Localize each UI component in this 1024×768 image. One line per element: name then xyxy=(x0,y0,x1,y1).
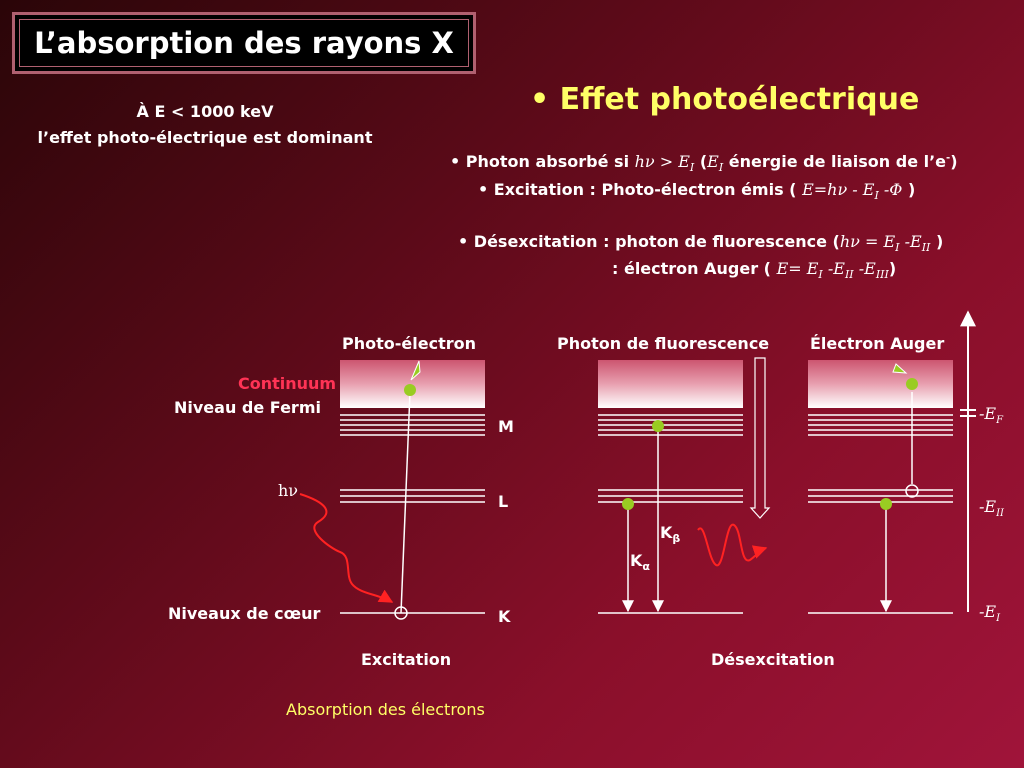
incoming-photon xyxy=(299,493,394,603)
excitation-path xyxy=(400,391,411,614)
continuum-band-2 xyxy=(598,360,743,408)
l-lines-2 xyxy=(598,489,743,503)
core-hole-1 xyxy=(394,606,408,620)
energy-fermi-label: -EF xyxy=(979,404,1004,427)
k-beta-label: Kβ xyxy=(660,523,681,546)
effect-heading: • Effet photoélectrique xyxy=(530,82,920,117)
fermi-lines-1 xyxy=(340,414,485,436)
fermi-lines-2 xyxy=(598,414,743,436)
title-inner-border xyxy=(19,19,469,67)
bullet-photon-absorbed: • Photon absorbé si hν > EI (EI énergie … xyxy=(450,152,958,175)
auger-pointer xyxy=(892,363,908,374)
slide-title: L’absorption des rayons X xyxy=(34,26,454,60)
photoelectron-pointer xyxy=(410,360,421,381)
fermi-lines-3 xyxy=(808,414,953,436)
l-electron-3 xyxy=(880,498,892,510)
bullet-desexcitation: • Désexcitation : photon de fluorescence… xyxy=(458,232,944,255)
col2-title: Photon de fluorescence xyxy=(557,334,770,353)
continuum-band-1 xyxy=(340,360,485,408)
shell-k-label: K xyxy=(498,607,511,626)
footer-label: Absorption des électrons xyxy=(286,700,485,719)
emitted-photon xyxy=(697,523,768,567)
photoelectron-dot xyxy=(404,384,416,396)
intro-line-2: l’effet photo-électrique est dominant xyxy=(37,128,373,147)
excitation-label: Excitation xyxy=(361,650,452,669)
continuum-label: Continuum xyxy=(238,374,337,393)
bullet-excitation: • Excitation : Photo-électron émis ( E=h… xyxy=(478,180,916,203)
energy-ii-label: -EII xyxy=(979,497,1004,520)
l-electron-2 xyxy=(622,498,634,510)
col3-title: Électron Auger xyxy=(810,334,945,353)
bullet-auger: : électron Auger ( E= EI -EII -EIII) xyxy=(612,259,897,282)
desexcitation-label: Désexcitation xyxy=(711,650,835,669)
k-alpha-label: Kα xyxy=(630,551,650,574)
fermi-label: Niveau de Fermi xyxy=(174,398,321,417)
auger-electron-dot xyxy=(906,378,918,390)
l-lines-1 xyxy=(340,489,485,503)
m-electron-2 xyxy=(652,420,664,432)
title-box: L’absorption des rayons X xyxy=(12,12,476,74)
shell-m-label: M xyxy=(498,417,514,436)
core-levels-label: Niveaux de cœur xyxy=(168,604,321,623)
continuum-band-3 xyxy=(808,360,953,408)
fluorescence-indicator xyxy=(749,357,771,519)
col1-title: Photo-électron xyxy=(342,334,476,353)
hv-label: hν xyxy=(278,481,299,500)
intro-line-1: À E < 1000 keV xyxy=(136,102,274,121)
shell-l-label: L xyxy=(498,492,509,511)
l-hole-3 xyxy=(905,484,919,498)
l-lines-3 xyxy=(808,489,953,503)
energy-i-label: -EI xyxy=(979,602,1001,625)
